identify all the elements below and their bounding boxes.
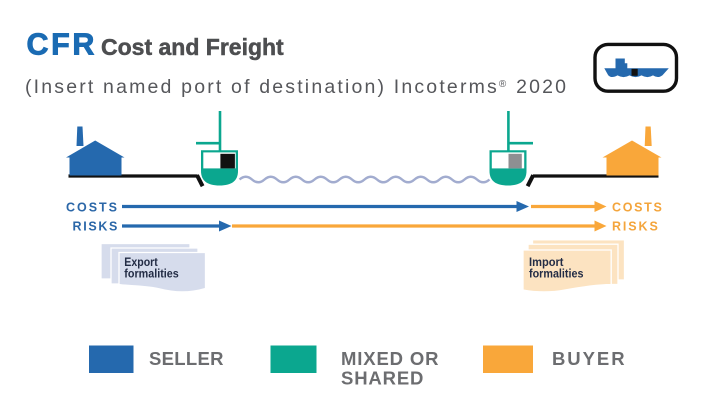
svg-text:BUYER: BUYER	[552, 348, 627, 369]
svg-text:MIXED OR: MIXED OR	[341, 348, 439, 369]
svg-text:Cost and Freight: Cost and Freight	[101, 34, 284, 60]
svg-text:Export: Export	[124, 256, 158, 269]
svg-text:SHARED: SHARED	[341, 368, 424, 389]
svg-text:COSTS: COSTS	[66, 200, 119, 214]
svg-text:Import: Import	[529, 256, 564, 269]
svg-text:RISKS: RISKS	[73, 220, 119, 234]
svg-text:formalities: formalities	[529, 267, 584, 280]
svg-text:formalities: formalities	[124, 267, 179, 280]
svg-text:COSTS: COSTS	[612, 200, 664, 214]
svg-text:CFR: CFR	[27, 28, 97, 62]
svg-text:SELLER: SELLER	[149, 348, 224, 369]
svg-text:RISKS: RISKS	[612, 220, 660, 234]
